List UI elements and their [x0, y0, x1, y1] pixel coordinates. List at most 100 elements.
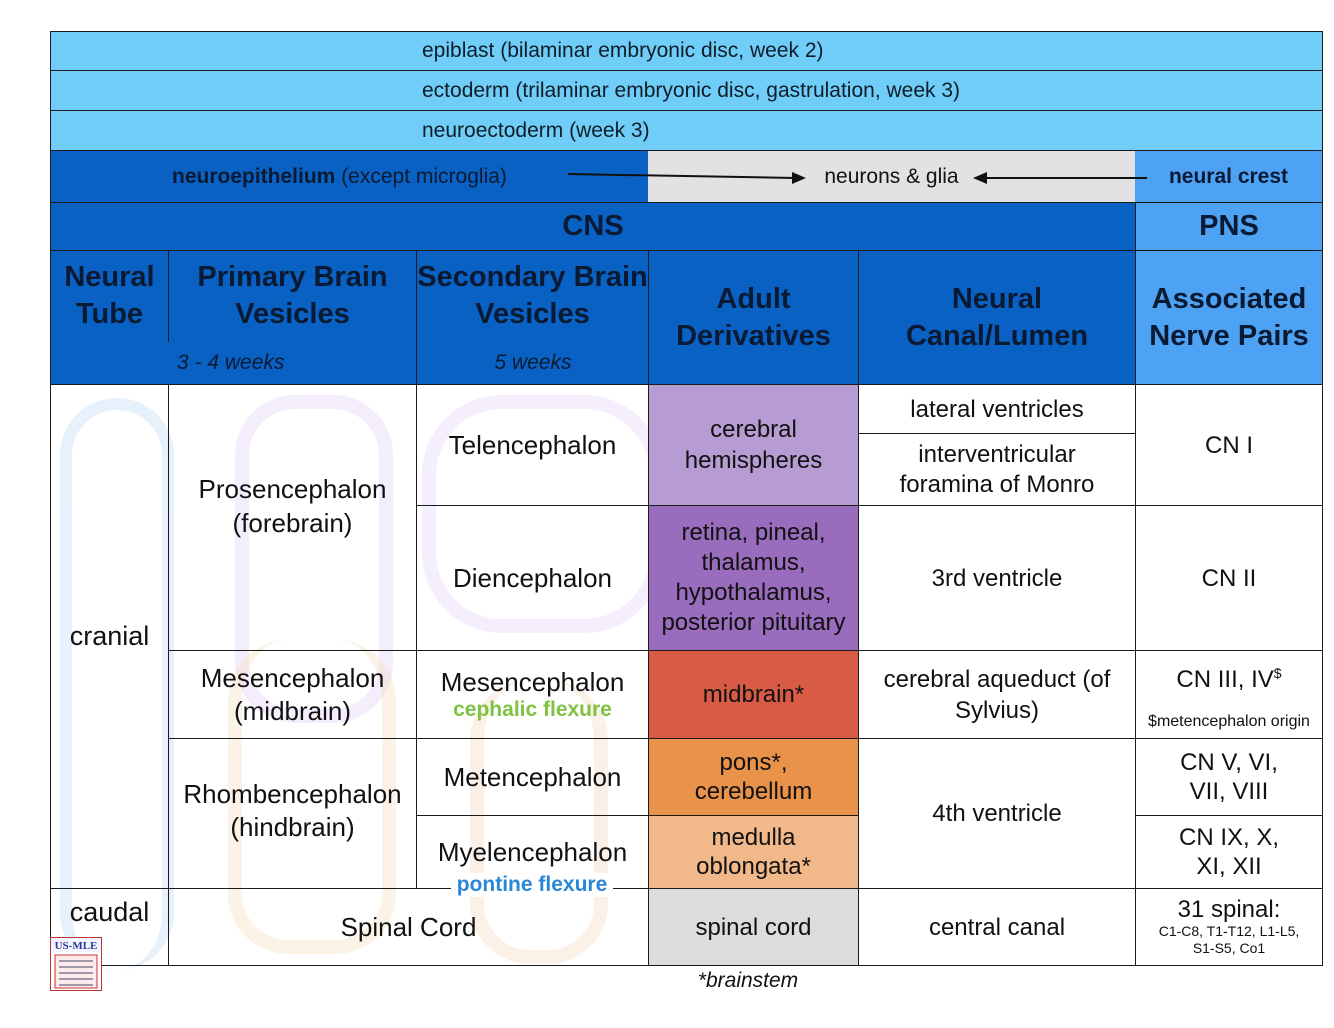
telencephalon-label: Telencephalon — [448, 429, 617, 460]
adult-cerebral: cerebral hemispheres — [648, 384, 858, 505]
pons-label: pons*, cerebellum — [694, 749, 813, 805]
myelencephalon-label: Myelencephalon — [437, 837, 628, 867]
spinal-nerves-label: 31 spinal: — [1177, 896, 1281, 923]
canal-central: central canal — [858, 888, 1135, 966]
neuroepithelium-label: neuroepithelium — [172, 164, 336, 188]
header-neural-tube: Neural Tube — [50, 250, 168, 384]
adult-midbrain: midbrain* — [648, 650, 858, 738]
secondary-myelencephalon: Myelencephalon — [416, 815, 648, 888]
cns-label: CNS — [562, 210, 624, 242]
pns-header: PNS — [1135, 202, 1323, 250]
cerebral-label: cerebral hemispheres — [684, 416, 823, 474]
header-primary-label: Primary Brain Vesicles — [197, 261, 388, 330]
third-ventricle-label: 3rd ventricle — [931, 564, 1063, 592]
header-primary-weeks: 3 - 4 weeks — [177, 351, 285, 374]
lateral-ventricles-label: lateral ventricles — [910, 395, 1084, 423]
cn34-note: $metencephalon origin — [1148, 713, 1310, 730]
cn9-12-label: CN IX, X, XI, XII — [1178, 824, 1280, 880]
primary-mesencephalon: Mesencephalon (midbrain) — [168, 650, 416, 738]
canal-lateral: lateral ventricles — [858, 384, 1135, 433]
header-secondary-label: Secondary Brain Vesicles — [417, 261, 648, 330]
header-nerves: Associated Nerve Pairs — [1135, 250, 1323, 384]
neuroepithelium-cell: neuroepithelium (except microglia) — [50, 151, 648, 202]
nerve-spinal: 31 spinal: C1-C8, T1-T12, L1-L5, S1-S5, … — [1135, 888, 1323, 966]
primary-spinal-cord: Spinal Cord — [168, 888, 648, 966]
central-canal-label: central canal — [928, 914, 1066, 941]
cn34-label: CN III, IV — [1176, 666, 1274, 693]
mesencephalon-secondary-label: Mesencephalon — [440, 666, 625, 697]
cn1-label: CN I — [1205, 431, 1253, 459]
header-primary: Primary Brain Vesicles 3 - 4 weeks — [168, 250, 416, 384]
adult-diencephalon: retina, pineal, thalamus, hypothalamus, … — [648, 505, 858, 650]
neuroepithelium-note: (except microglia) — [335, 164, 507, 188]
pontine-flexure-band: pontine flexure — [416, 872, 648, 898]
epiblast-label: epiblast (bilaminar embryonic disc, week… — [422, 39, 824, 62]
pns-label: PNS — [1199, 210, 1259, 242]
usmle-logo-graphic: US-MLE — [51, 938, 101, 989]
secondary-metencephalon: Metencephalon — [416, 738, 648, 815]
interventricular-label: interventricular foramina of Monro — [899, 440, 1095, 498]
header-canal-label: Neural Canal/Lumen — [905, 282, 1089, 352]
header-canal: Neural Canal/Lumen — [858, 250, 1135, 384]
midbrain-label: midbrain* — [702, 681, 805, 708]
header-weeks-divider — [168, 342, 169, 384]
header-adult: Adult Derivatives — [648, 250, 858, 384]
header-secondary-weeks: 5 weeks — [494, 351, 572, 374]
svg-text:US-MLE: US-MLE — [55, 940, 98, 952]
nerve-cn1: CN I — [1135, 384, 1323, 505]
cn2-label: CN II — [1201, 564, 1257, 592]
cranial-label: cranial — [69, 621, 150, 651]
spinal-nerves-detail: C1-C8, T1-T12, L1-L5, S1-S5, Co1 — [1158, 923, 1300, 956]
cns-header: CNS — [50, 202, 1135, 250]
adult-pons: pons*, cerebellum — [648, 738, 858, 815]
nerve-cn9-12: CN IX, X, XI, XII — [1135, 815, 1323, 888]
footnote-label: *brainstem — [697, 969, 799, 992]
table-bottom-border — [50, 965, 1323, 966]
mesencephalon-primary-label: Mesencephalon (midbrain) — [200, 662, 385, 726]
pontine-flexure-label: pontine flexure — [450, 873, 614, 897]
neuroectoderm-label: neuroectoderm (week 3) — [422, 118, 650, 142]
ectoderm-label: ectoderm (trilaminar embryonic disc, gas… — [422, 78, 961, 102]
spinal-derivative-label: spinal cord — [695, 914, 812, 941]
secondary-telencephalon: Telencephalon — [416, 384, 648, 505]
neural-tube-cranial: cranial — [50, 384, 168, 888]
neuroectoderm-row: neuroectoderm (week 3) — [50, 111, 1323, 151]
spinal-cord-primary-label: Spinal Cord — [340, 912, 477, 942]
secondary-mesencephalon: Mesencephalon cephalic flexure — [416, 650, 648, 738]
neurons-glia-label: neurons & glia — [824, 164, 959, 188]
cephalic-flexure-label: cephalic flexure — [453, 697, 612, 721]
header-nerves-label: Associated Nerve Pairs — [1149, 282, 1309, 352]
header-secondary: Secondary Brain Vesicles 5 weeks — [416, 250, 648, 384]
cn5-8-label: CN V, VI, VII, VIII — [1180, 749, 1278, 805]
header-neural-tube-label: Neural Tube — [64, 261, 155, 330]
usmle-logo: US-MLE — [50, 937, 102, 991]
nerve-cn5-8: CN V, VI, VII, VIII — [1135, 738, 1323, 815]
cn34-superscript: $ — [1273, 665, 1282, 681]
adult-spinal-cord: spinal cord — [648, 888, 858, 966]
neurons-glia-cell: neurons & glia — [648, 151, 1135, 202]
ectoderm-row: ectoderm (trilaminar embryonic disc, gas… — [50, 71, 1323, 111]
secondary-diencephalon: Diencephalon — [416, 505, 648, 650]
fourth-ventricle-label: 4th ventricle — [932, 800, 1062, 827]
nerve-cn2: CN II — [1135, 505, 1323, 650]
metencephalon-label: Metencephalon — [443, 761, 622, 792]
canal-third: 3rd ventricle — [858, 505, 1135, 650]
primary-prosencephalon: Prosencephalon (forebrain) — [168, 384, 416, 650]
dien-derivatives-label: retina, pineal, thalamus, hypothalamus, … — [661, 519, 846, 636]
diencephalon-label: Diencephalon — [452, 562, 612, 593]
medulla-label: medulla oblongata* — [696, 824, 811, 880]
epiblast-row: epiblast (bilaminar embryonic disc, week… — [50, 31, 1323, 71]
neural-crest-label: neural crest — [1168, 164, 1289, 188]
canal-fourth: 4th ventricle — [858, 738, 1135, 888]
neural-crest-cell: neural crest — [1135, 151, 1323, 202]
aqueduct-label: cerebral aqueduct (of Sylvius) — [883, 665, 1111, 724]
neural-tube-caudal: caudal — [50, 888, 168, 966]
adult-medulla: medulla oblongata* — [648, 815, 858, 888]
canal-aqueduct: cerebral aqueduct (of Sylvius) — [858, 650, 1135, 738]
nerve-cn34: CN III, IV$ $metencephalon origin — [1135, 650, 1323, 738]
header-adult-label: Adult Derivatives — [676, 282, 831, 352]
primary-rhombencephalon: Rhombencephalon (hindbrain) — [168, 738, 416, 888]
prosencephalon-label: Prosencephalon (forebrain) — [198, 473, 387, 538]
rhombencephalon-label: Rhombencephalon (hindbrain) — [183, 778, 402, 842]
canal-interventricular: interventricular foramina of Monro — [858, 433, 1135, 505]
